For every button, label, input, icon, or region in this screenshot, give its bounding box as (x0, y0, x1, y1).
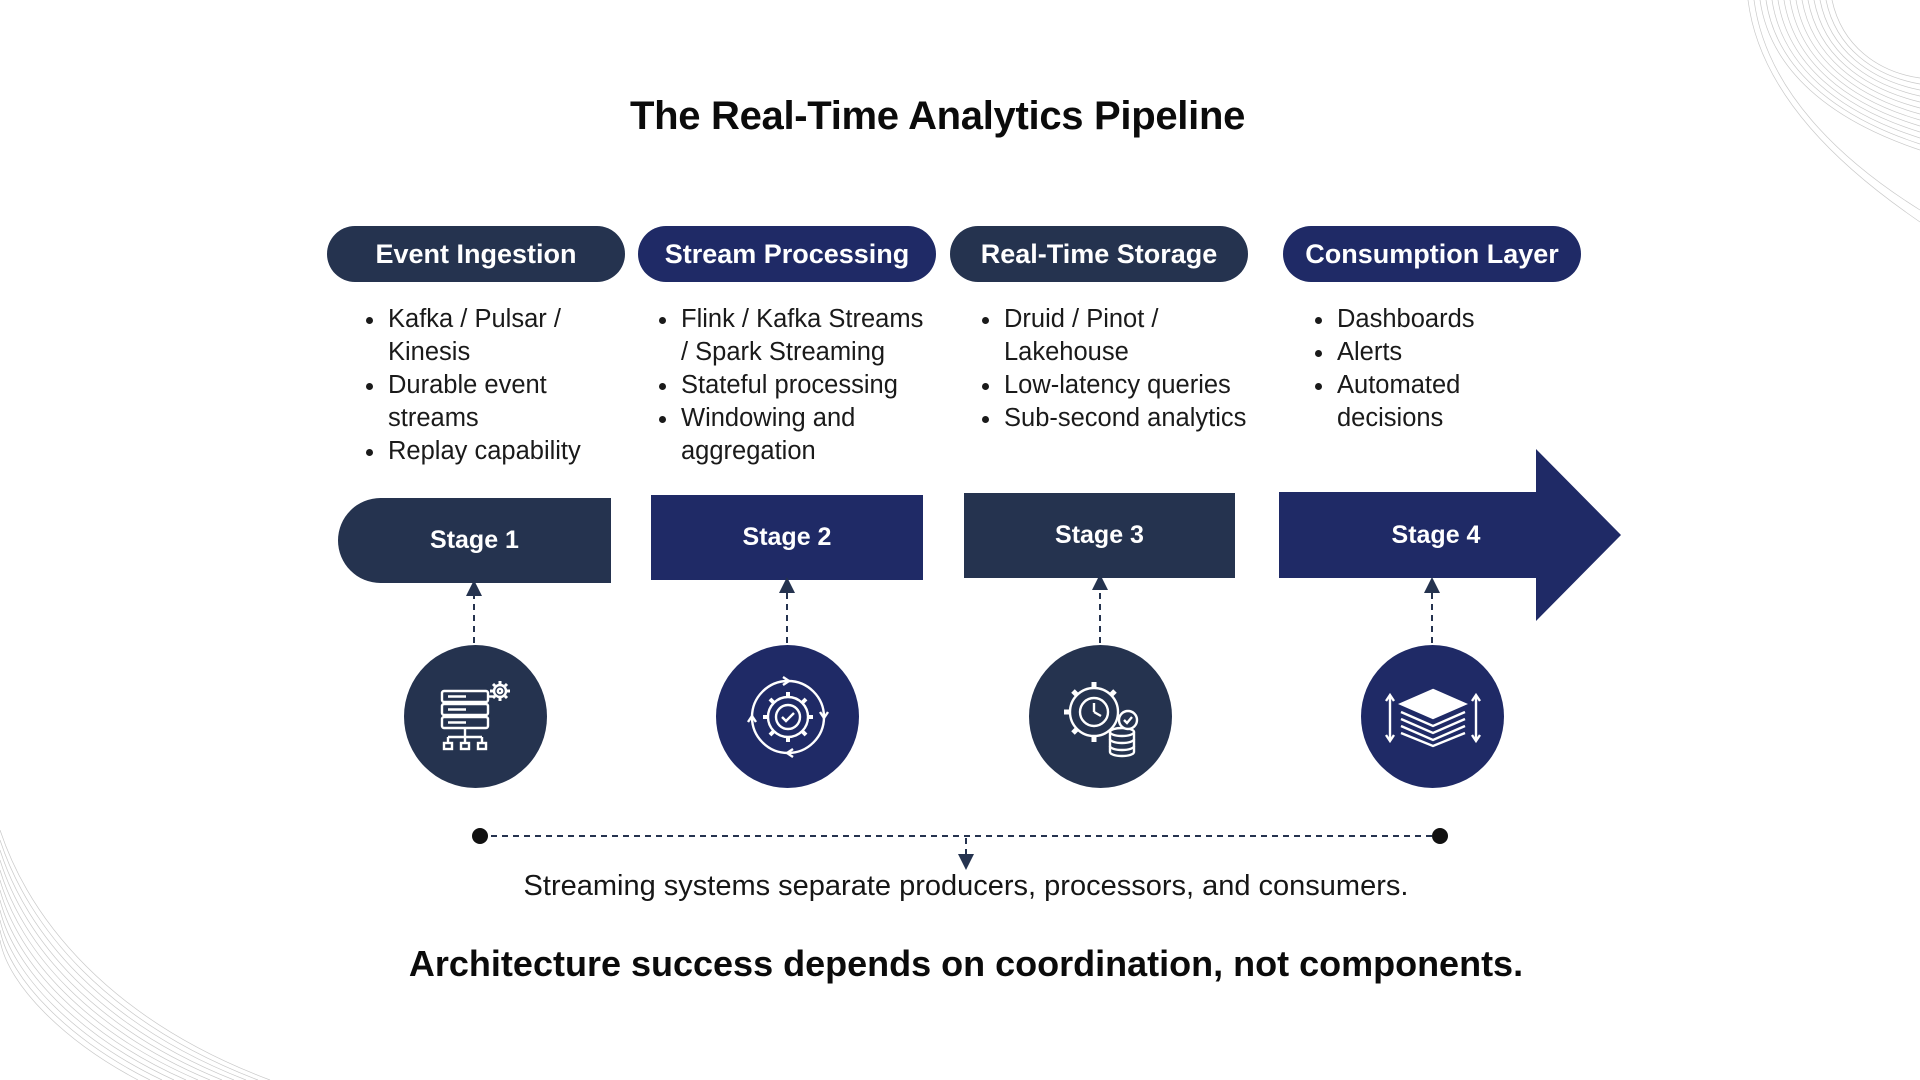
stage-3-label: Stage 3 (1055, 521, 1144, 549)
bullet-item: Low-latency queries (980, 369, 1260, 402)
bullet-list-real-time-storage: Druid / Pinot / Lakehouse Low-latency qu… (980, 303, 1260, 435)
bullet-item: Druid / Pinot / Lakehouse (980, 303, 1260, 369)
bullet-item: Windowing and aggregation (657, 402, 937, 468)
stage-4-label: Stage 4 (1391, 520, 1481, 549)
bullet-list-event-ingestion: Kafka / Pulsar / Kinesis Durable event s… (364, 303, 594, 468)
bullet-item: Durable event streams (364, 369, 594, 435)
page-title: The Real-Time Analytics Pipeline (629, 94, 1246, 138)
stage-1-label: Stage 1 (430, 526, 519, 554)
bullet-item: Stateful processing (657, 369, 937, 402)
timeline-start-dot (472, 828, 488, 844)
gear-clock-database-icon (1063, 681, 1138, 757)
server-gear-icon (440, 680, 510, 750)
bullet-item: Sub-second analytics (980, 402, 1260, 435)
heading-event-ingestion: Event Ingestion (327, 226, 625, 282)
timeline-end-dot (1432, 828, 1448, 844)
bullet-item: Automated decisions (1313, 369, 1573, 435)
stage-2-icon-circle (716, 645, 859, 788)
bullet-item: Alerts (1313, 336, 1573, 369)
bullet-list-stream-processing: Flink / Kafka Streams / Spark Streaming … (657, 303, 937, 468)
closing-statement: Architecture success depends on coordina… (408, 943, 1524, 984)
stage-3-bar: Stage 3 (964, 493, 1235, 578)
bullet-item: Kafka / Pulsar / Kinesis (364, 303, 594, 369)
bullet-item: Flink / Kafka Streams / Spark Streaming (657, 303, 937, 369)
layers-stack-icon (1384, 688, 1481, 747)
bullet-item: Dashboards (1313, 303, 1573, 336)
heading-real-time-storage: Real-Time Storage (950, 226, 1248, 282)
subtitle-text: Streaming systems separate producers, pr… (523, 870, 1409, 902)
stage-1-icon-circle (404, 645, 547, 788)
stage-2-label: Stage 2 (742, 523, 832, 551)
stage-1-bar: Stage 1 (338, 498, 611, 583)
heading-consumption-layer: Consumption Layer (1283, 226, 1581, 282)
bullet-list-consumption-layer: Dashboards Alerts Automated decisions (1313, 303, 1573, 435)
gear-cycle-check-icon (746, 675, 829, 758)
heading-stream-processing: Stream Processing (638, 226, 936, 282)
stage-2-bar: Stage 2 (651, 495, 923, 580)
stage-3-icon-circle (1029, 645, 1172, 788)
bullet-item: Replay capability (364, 435, 594, 468)
stage-4-icon-circle (1361, 645, 1504, 788)
